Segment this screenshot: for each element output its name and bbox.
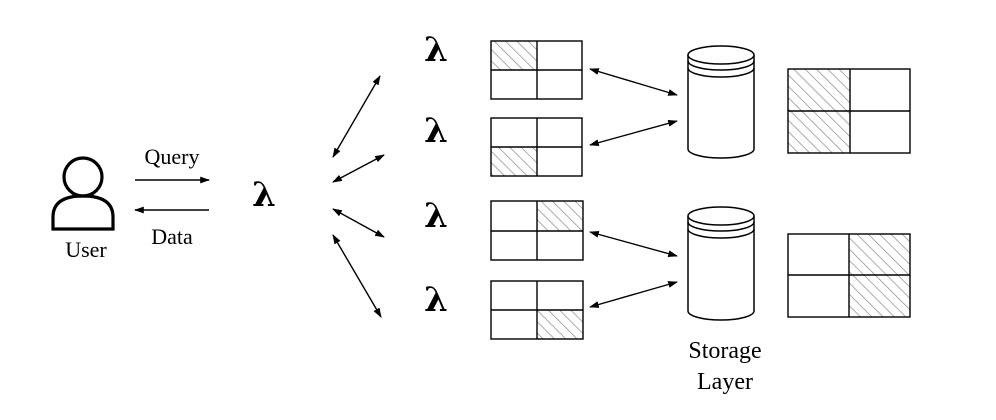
- fanout-arrow-3: [332, 208, 385, 238]
- storage-arrow-2: [589, 120, 678, 146]
- coordinator-lambda: λ: [252, 175, 276, 215]
- user-icon: [51, 156, 115, 231]
- worker-lambda-2: λ: [424, 111, 448, 151]
- query-label: Query: [145, 144, 200, 169]
- worker-partition-2: [490, 117, 583, 177]
- storage-arrow-1: [589, 68, 678, 96]
- worker-lambda-4: λ: [424, 280, 448, 320]
- worker-lambda-1: λ: [424, 30, 448, 70]
- storage-partition-1: [787, 68, 911, 154]
- storage-arrow-3: [589, 231, 678, 257]
- fanout-arrow-4: [332, 234, 382, 318]
- storage-partition-2: [787, 233, 911, 318]
- storage-label-line2: Layer: [697, 369, 753, 395]
- data-label: Data: [151, 224, 193, 249]
- storage-cylinder-2: [687, 206, 755, 321]
- fanout-arrow-1: [332, 75, 381, 158]
- user-label: User: [65, 237, 107, 262]
- worker-partition-4: [490, 280, 584, 340]
- worker-partition-1: [490, 40, 583, 100]
- fanout-arrow-2: [332, 154, 385, 183]
- worker-partition-3: [490, 200, 584, 261]
- worker-lambda-3: λ: [424, 196, 448, 236]
- storage-arrow-4: [589, 281, 678, 308]
- storage-cylinder-1: [687, 45, 755, 159]
- storage-label-line1: Storage: [688, 338, 761, 364]
